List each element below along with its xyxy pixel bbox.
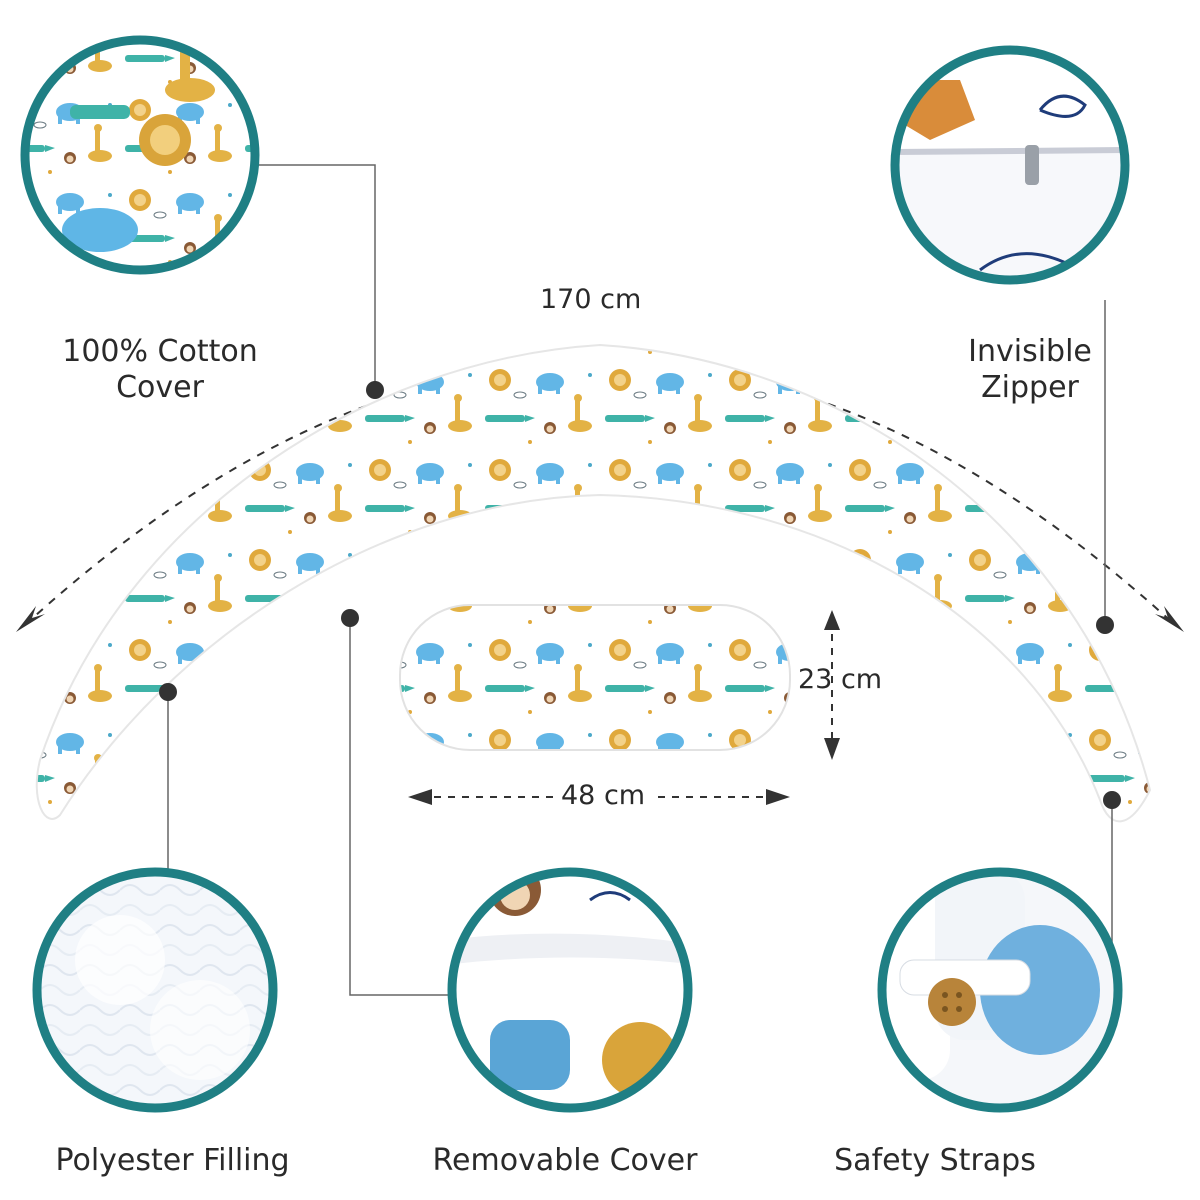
invisible-zipper-label-line1: Invisible xyxy=(968,334,1092,369)
polyester-filling-closeup xyxy=(32,867,278,1113)
leader-line-cotton xyxy=(240,164,376,390)
width-dimension-label: 48 cm xyxy=(553,780,654,811)
callout-dot-removable xyxy=(341,609,359,627)
callout-dot-cotton xyxy=(366,381,384,399)
length-dimension-label: 170 cm xyxy=(532,284,650,315)
removable-cover-closeup xyxy=(447,867,693,1113)
callout-dot-straps xyxy=(1103,791,1121,809)
callout-dot-filling xyxy=(159,683,177,701)
polyester-filling-label: Polyester Filling xyxy=(55,1143,290,1178)
callout-dot-zipper xyxy=(1096,616,1114,634)
arrow-right-icon xyxy=(1155,606,1184,632)
invisible-zipper-closeup xyxy=(890,45,1130,285)
leader-line-removable xyxy=(349,618,452,996)
safety-straps-closeup xyxy=(877,867,1123,1113)
cotton-cover-label: 100% Cotton Cover xyxy=(55,334,265,406)
removable-cover-label: Removable Cover xyxy=(432,1143,698,1178)
head-cushion xyxy=(399,604,791,751)
safety-straps-label: Safety Straps xyxy=(834,1143,1036,1178)
arrow-left-small-icon xyxy=(408,789,432,805)
arrow-up-icon xyxy=(824,610,840,630)
invisible-zipper-label: Invisible Zipper xyxy=(940,334,1120,406)
height-dimension-label: 23 cm xyxy=(798,664,883,695)
cotton-cover-label-line1: 100% Cotton xyxy=(62,334,258,369)
nursing-pillow xyxy=(35,343,1152,823)
invisible-zipper-label-line2: Zipper xyxy=(981,370,1079,405)
arrow-down-icon xyxy=(824,738,840,760)
arrow-right-small-icon xyxy=(766,789,790,805)
cotton-cover-label-line2: Cover xyxy=(116,370,204,405)
cotton-cover-closeup xyxy=(20,35,260,275)
arrow-left-icon xyxy=(16,606,45,632)
